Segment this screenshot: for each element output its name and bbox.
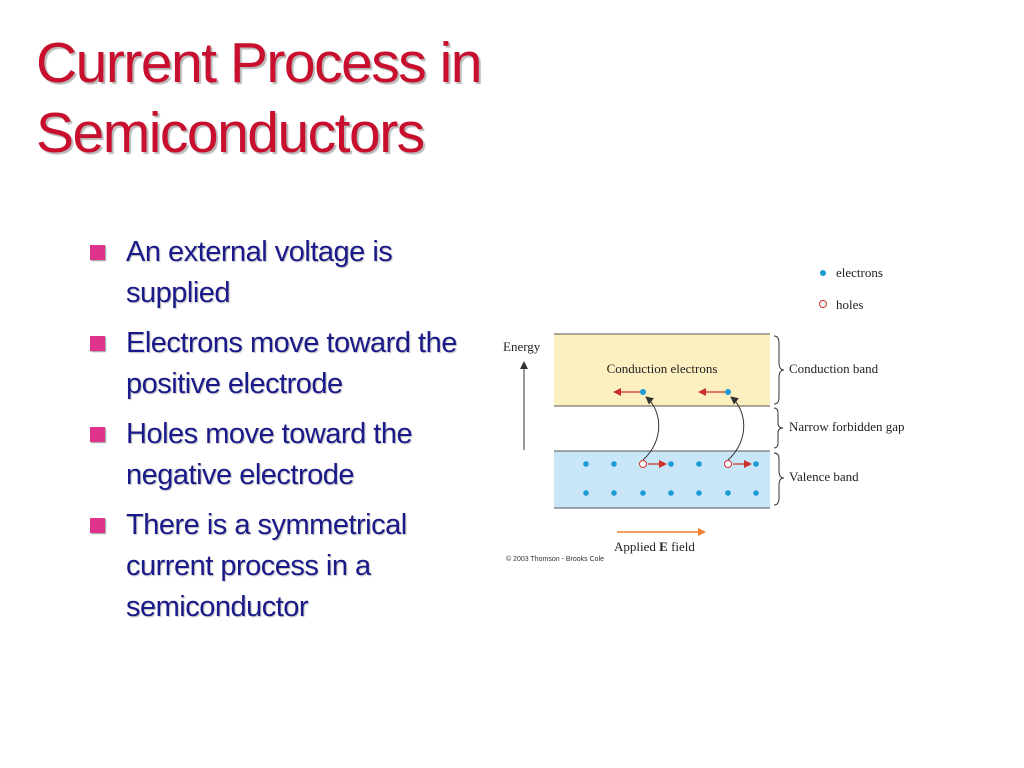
- valence-electron: [696, 490, 702, 496]
- conduction-electron: [725, 389, 731, 395]
- bullet-list: An external voltage is supplied Electron…: [88, 232, 488, 637]
- legend-hole-icon: [819, 300, 827, 308]
- excitation-curve: [642, 396, 660, 461]
- valence-electron: [668, 490, 674, 496]
- bullet-item: Holes move toward the negative electrode: [88, 414, 488, 496]
- conduction-electron: [640, 389, 646, 395]
- bullet-item: There is a symmetrical current process i…: [88, 505, 488, 628]
- legend-holes-label: holes: [836, 297, 863, 312]
- valence-band-label: Valence band: [789, 469, 859, 484]
- gap-brace: [773, 407, 784, 449]
- valence-electron: [583, 490, 589, 496]
- title-line-2: Semiconductors: [36, 101, 425, 165]
- bullet-item: Electrons move toward the positive elect…: [88, 323, 488, 405]
- bullet-text: Electrons move toward the positive elect…: [126, 327, 457, 400]
- valence-electron: [611, 461, 617, 467]
- bullet-text: There is a symmetrical current process i…: [126, 509, 407, 623]
- valence-electron: [611, 490, 617, 496]
- square-bullet-icon: [90, 336, 105, 351]
- valence-electron: [640, 490, 646, 496]
- valence-electron: [753, 461, 759, 467]
- legend-electron-icon: [820, 270, 826, 276]
- valence-electron: [696, 461, 702, 467]
- title-line-1: Current Process in: [36, 31, 483, 95]
- bullet-item: An external voltage is supplied: [88, 232, 488, 314]
- valence-hole: [639, 460, 647, 468]
- valence-hole: [724, 460, 732, 468]
- applied-field-label: Applied E field: [614, 539, 695, 554]
- valence-band: [554, 451, 770, 508]
- legend: electrons holes: [819, 265, 883, 312]
- bullet-text: Holes move toward the negative electrode: [126, 418, 413, 491]
- energy-axis-label: Energy: [503, 339, 541, 354]
- conduction-band-brace: [773, 335, 785, 405]
- valence-electron: [583, 461, 589, 467]
- square-bullet-icon: [90, 518, 105, 533]
- copyright-credit: © 2003 Thomson - Brooks Cole: [506, 555, 604, 563]
- valence-electron: [725, 490, 731, 496]
- square-bullet-icon: [90, 245, 105, 260]
- excitation-curve: [727, 396, 745, 461]
- valence-electron: [668, 461, 674, 467]
- conduction-band: [554, 334, 770, 406]
- bullet-text: An external voltage is supplied: [126, 236, 393, 309]
- gap-label: Narrow forbidden gap: [789, 419, 905, 434]
- legend-electrons-label: electrons: [836, 265, 883, 280]
- slide-title: Current Process in Semiconductors: [36, 28, 736, 168]
- valence-electron: [753, 490, 759, 496]
- valence-row-1: [583, 460, 759, 468]
- valence-band-brace: [773, 452, 785, 506]
- square-bullet-icon: [90, 427, 105, 442]
- valence-row-2: [583, 490, 759, 496]
- conduction-electrons-label: Conduction electrons: [607, 361, 718, 376]
- conduction-band-label: Conduction band: [789, 361, 879, 376]
